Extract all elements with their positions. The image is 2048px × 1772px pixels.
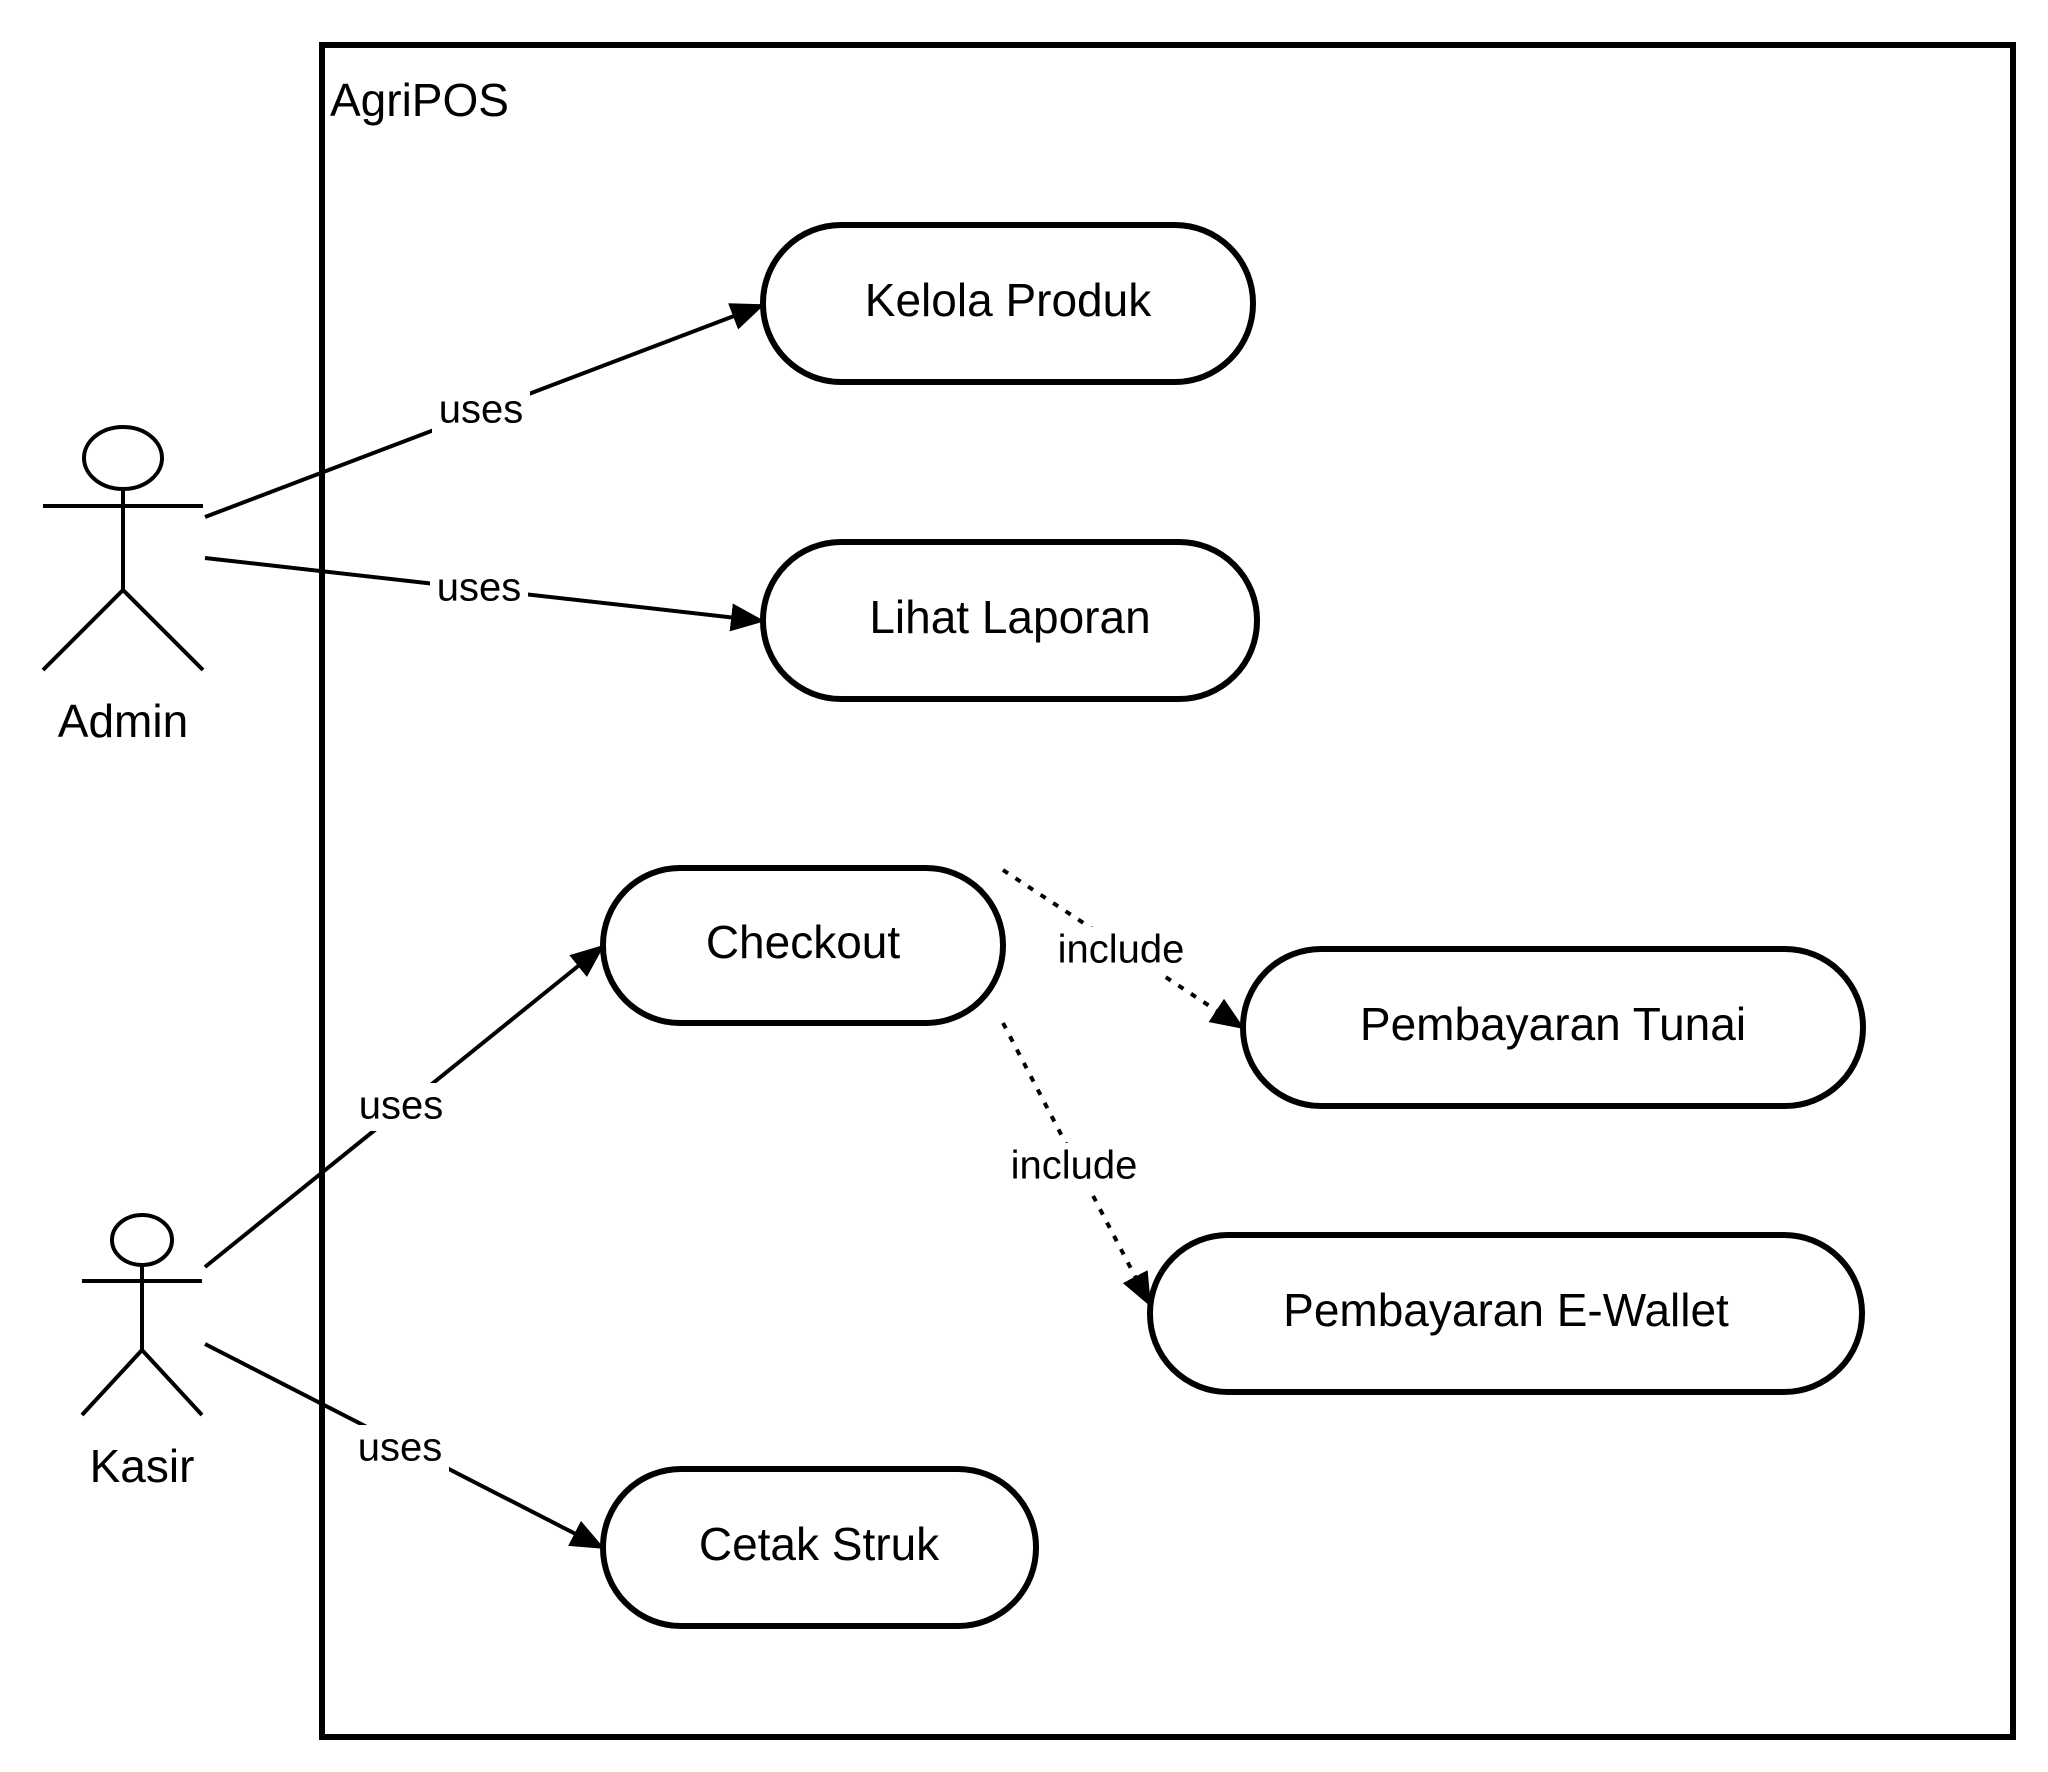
use-case-pembayaran-tunai[interactable]: Pembayaran Tunai <box>1240 946 1866 1109</box>
actor-kasir[interactable]: Kasir <box>80 1213 204 1492</box>
use-case-pembayaran-ewallet[interactable]: Pembayaran E-Wallet <box>1147 1232 1865 1395</box>
use-case-label: Pembayaran E-Wallet <box>1283 1284 1729 1336</box>
use-case-label: Pembayaran Tunai <box>1360 998 1746 1050</box>
relation-label: uses <box>358 1426 443 1470</box>
use-case-lihat-laporan[interactable]: Lihat Laporan <box>760 539 1260 702</box>
relation-kasir-checkout: uses <box>203 944 605 1269</box>
relation-checkout-pembayaran-tunai: include <box>1001 868 1245 1030</box>
actor-admin[interactable]: Admin <box>41 425 205 747</box>
use-case-label: Checkout <box>706 916 901 968</box>
relation-checkout-pembayaran-ewallet: include <box>1001 1022 1152 1307</box>
relation-label: uses <box>359 1084 444 1128</box>
use-case-checkout[interactable]: Checkout <box>600 865 1006 1026</box>
relation-label: include <box>1058 928 1185 972</box>
system-boundary: AgriPOS <box>319 42 2016 1740</box>
relation-label: include <box>1011 1144 1138 1188</box>
relation-label: uses <box>437 566 522 610</box>
relation-admin-lihat-laporan: uses <box>204 556 765 632</box>
system-title: AgriPOS <box>330 74 509 126</box>
use-case-label: Kelola Produk <box>865 274 1152 326</box>
use-case-cetak-struk[interactable]: Cetak Struk <box>600 1466 1039 1629</box>
relation-admin-kelola-produk: uses <box>204 303 765 519</box>
use-case-label: Lihat Laporan <box>869 591 1150 643</box>
use-case-label: Cetak Struk <box>699 1518 940 1570</box>
relation-kasir-cetak-struk: uses <box>204 1342 605 1550</box>
actor-label-admin: Admin <box>58 695 188 747</box>
stick-figure-icon <box>41 425 205 672</box>
relation-label: uses <box>439 388 524 432</box>
use-case-kelola-produk[interactable]: Kelola Produk <box>760 222 1256 385</box>
stick-figure-icon <box>80 1213 204 1417</box>
actor-label-kasir: Kasir <box>90 1440 195 1492</box>
